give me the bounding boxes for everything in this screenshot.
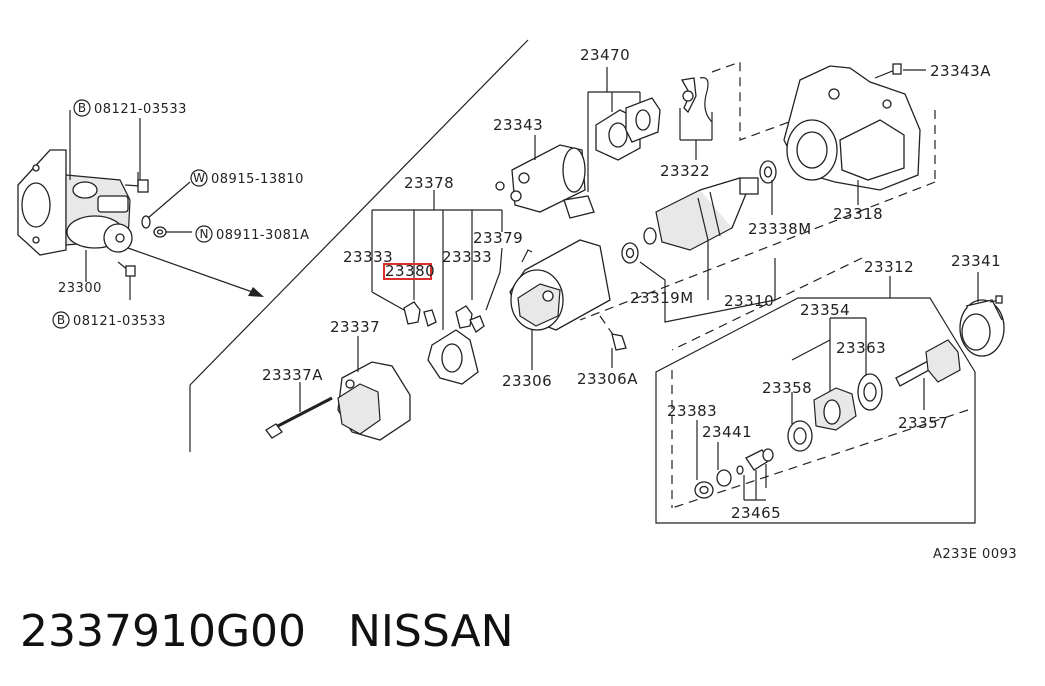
shift-lever-23322 <box>679 77 713 160</box>
callout-23337A: 23337A <box>262 366 323 384</box>
fastener-ref-1: B 08121-03533 <box>73 99 187 180</box>
bolt-23343A <box>874 63 926 79</box>
callout-23306: 23306 <box>502 372 552 390</box>
callout-23380: 23380 <box>385 262 435 280</box>
fastener-ref-2: W 08915-13810 <box>190 169 304 187</box>
callout-23341: 23341 <box>951 252 1001 270</box>
callout-23379: 23379 <box>473 229 523 247</box>
dashed-outline-top <box>711 61 801 141</box>
callout-23378: 23378 <box>404 174 454 192</box>
collar-23441 <box>716 469 732 487</box>
explode-arrow <box>127 247 259 295</box>
fastener-ref-4: B 08121-03533 <box>52 311 166 329</box>
fastener-number: 08121-03533 <box>94 102 187 117</box>
overview-fasteners <box>117 172 192 300</box>
divider-line <box>189 39 529 386</box>
screw-23306A <box>599 315 627 368</box>
callout-23333-a: 23333 <box>343 248 393 266</box>
callout-23319M: 23319M <box>630 289 694 307</box>
callout-23441: 23441 <box>702 423 752 441</box>
through-bolt-23337A <box>265 382 333 439</box>
callout-23322: 23322 <box>660 162 710 180</box>
dashed-centerline <box>579 181 936 321</box>
callout-23363: 23363 <box>836 339 886 357</box>
part-number: 2337910G00 <box>20 606 306 657</box>
callout-23306A: 23306A <box>577 370 638 388</box>
highlight-box-23380 <box>383 263 432 280</box>
yoke-23306 <box>509 239 611 370</box>
callout-23465: 23465 <box>731 504 781 522</box>
solenoid-23343 <box>495 135 586 213</box>
armature-bracket <box>639 258 776 323</box>
svg-text:B: B <box>57 313 65 327</box>
pinion-group-box <box>655 297 976 524</box>
armature-23310 <box>643 177 759 251</box>
callout-23358: 23358 <box>762 379 812 397</box>
brand-name: NISSAN <box>348 606 514 657</box>
fastener-ref-3: N 08911-3081A <box>195 225 310 243</box>
callout-23354: 23354 <box>800 301 850 319</box>
callout-23343: 23343 <box>493 116 543 134</box>
rear-cover-23337 <box>337 336 411 441</box>
callout-23318: 23318 <box>833 205 883 223</box>
callout-23343A: 23343A <box>930 62 991 80</box>
starter-assembly-overview <box>17 110 133 282</box>
svg-text:N: N <box>200 227 209 241</box>
callout-23312: 23312 <box>864 258 914 276</box>
brush-holder-group <box>371 190 503 333</box>
svg-text:B: B <box>78 101 86 115</box>
callout-23337: 23337 <box>330 318 380 336</box>
fastener-number: 08915-13810 <box>211 172 304 187</box>
gear-housing-23318 <box>783 65 921 205</box>
callout-23310: 23310 <box>724 292 774 310</box>
callout-23470: 23470 <box>580 46 630 64</box>
callout-23357: 23357 <box>898 414 948 432</box>
shim-set-23470 <box>563 67 661 219</box>
dashed-pinion-line <box>671 257 863 351</box>
fastener-number: 08911-3081A <box>216 228 310 243</box>
callout-23338M: 23338M <box>748 220 812 238</box>
callout-23300: 23300 <box>58 281 102 296</box>
callout-23383: 23383 <box>667 402 717 420</box>
diagram-code: A233E 0093 <box>933 547 1017 562</box>
svg-text:W: W <box>193 171 205 185</box>
fastener-number: 08121-03533 <box>73 314 166 329</box>
gear-case-23341 <box>959 272 1005 357</box>
callout-23333-b: 23333 <box>442 248 492 266</box>
explode-arrow-head <box>248 287 264 297</box>
pinion-shaft-23357 <box>895 339 961 410</box>
